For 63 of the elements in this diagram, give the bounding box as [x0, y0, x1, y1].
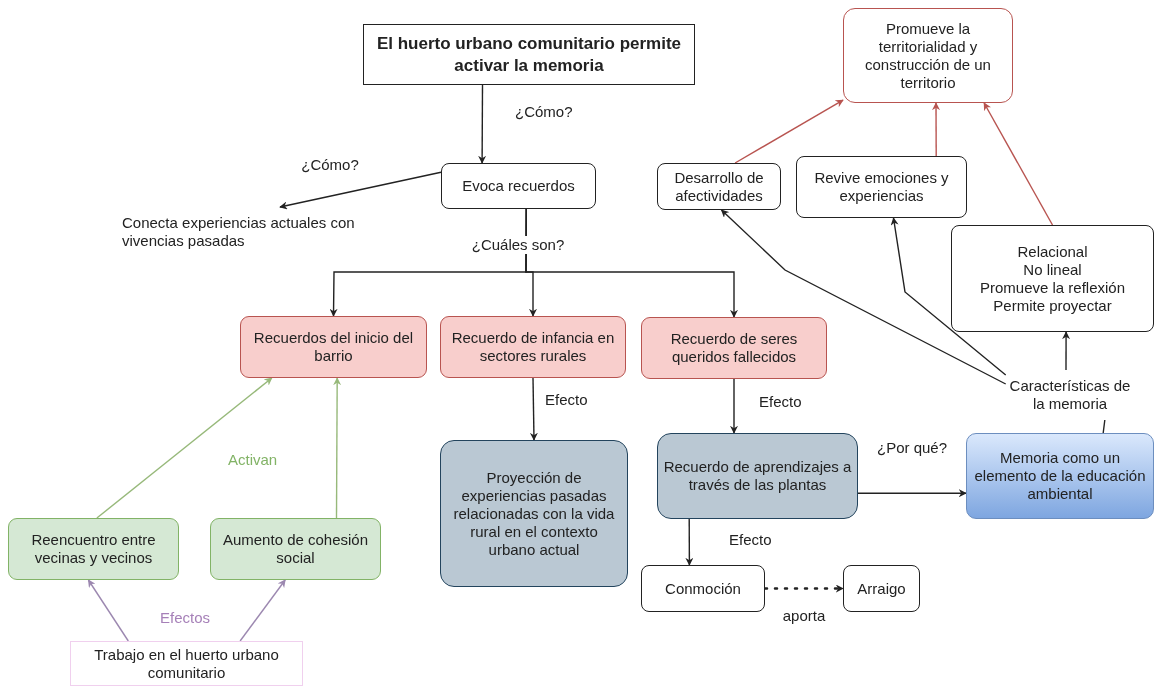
box-text: Trabajo en el huerto urbano comunitario: [93, 645, 280, 682]
box-text: Desarrollo de afectividades: [673, 168, 765, 205]
box-text: Promueve la territorialidad y construcción de un territorio: [864, 19, 992, 92]
concept-box: [657, 163, 781, 210]
arrow: [890, 217, 1007, 376]
activator-box: [8, 518, 179, 580]
arrow: [478, 84, 487, 164]
arrow: [239, 579, 286, 642]
box-text: Recuerdo de infancia en sectores rurales: [450, 329, 616, 365]
edge-label: ¿Cómo?: [299, 156, 361, 174]
concept-box: [641, 565, 765, 612]
arrow: [730, 378, 738, 434]
title-box: [363, 24, 695, 85]
box-text: Recuerdo de aprendizajes a través de las plantas: [662, 458, 853, 494]
arrow: [525, 208, 738, 318]
memory-type-box: [240, 316, 427, 378]
box-text: Reencuentro entre vecinas y vecinos: [30, 531, 157, 567]
arrow: [333, 377, 342, 519]
arrow: [763, 584, 845, 593]
box-text: Evoca recuerdos: [462, 177, 575, 195]
concept-box: [966, 433, 1154, 519]
arrow: [1062, 331, 1071, 371]
edge-label: ¿Cuáles son?: [469, 236, 567, 254]
arrow: [87, 579, 129, 642]
note-text: Características de la memoria: [1008, 377, 1132, 413]
arrow: [734, 99, 844, 164]
relation-label: Efectos: [160, 609, 211, 627]
relation-label: Activan: [228, 451, 278, 469]
source-box: [70, 641, 303, 686]
arrow: [932, 102, 941, 157]
box-text: Promueve la reflexión: [979, 278, 1126, 297]
arrow: [279, 171, 442, 210]
memory-type-box: [440, 316, 626, 378]
box-text: El huerto urbano comunitario permite activar la memoria: [375, 32, 683, 77]
arrow: [983, 102, 1054, 226]
concept-box: [796, 156, 967, 218]
box-text: Memoria como un elemento de la educación ambiental: [973, 449, 1147, 503]
box-text: No lineal: [1023, 260, 1082, 279]
arrow: [96, 377, 273, 519]
arrow: [720, 209, 1007, 385]
effect-box: [657, 433, 858, 519]
box-text: Revive emociones y experiencias: [813, 169, 950, 205]
box-text: Conmoción: [665, 579, 741, 598]
outcome-box: [843, 8, 1013, 103]
activator-box: [210, 518, 381, 580]
box-text: Relacional: [1017, 242, 1088, 261]
edge-label: ¿Cómo?: [513, 103, 575, 121]
edge-label: ¿Por qué?: [875, 439, 949, 457]
memory-type-box: [641, 317, 827, 379]
arrow: [685, 518, 694, 566]
box-text: Recuerdo de seres queridos fallecidos: [669, 330, 799, 366]
box-text: Aumento de cohesión social: [221, 531, 370, 567]
effect-box: [440, 440, 628, 587]
box-text: Arraigo: [857, 579, 906, 598]
note-text: Conecta experiencias actuales con vivencias pasadas: [122, 214, 356, 250]
concept-box: [843, 565, 920, 612]
concept-box: [951, 225, 1154, 332]
box-text: Proyección de experiencias pasadas relacionadas con la vida rural en el contexto urbano actual: [452, 468, 616, 559]
concept-box: [441, 163, 596, 209]
arrow: [529, 377, 538, 441]
box-text: Recuerdos del inicio del barrio: [252, 329, 415, 365]
box-text: Permite proyectar: [993, 296, 1112, 315]
arrow: [857, 489, 967, 498]
